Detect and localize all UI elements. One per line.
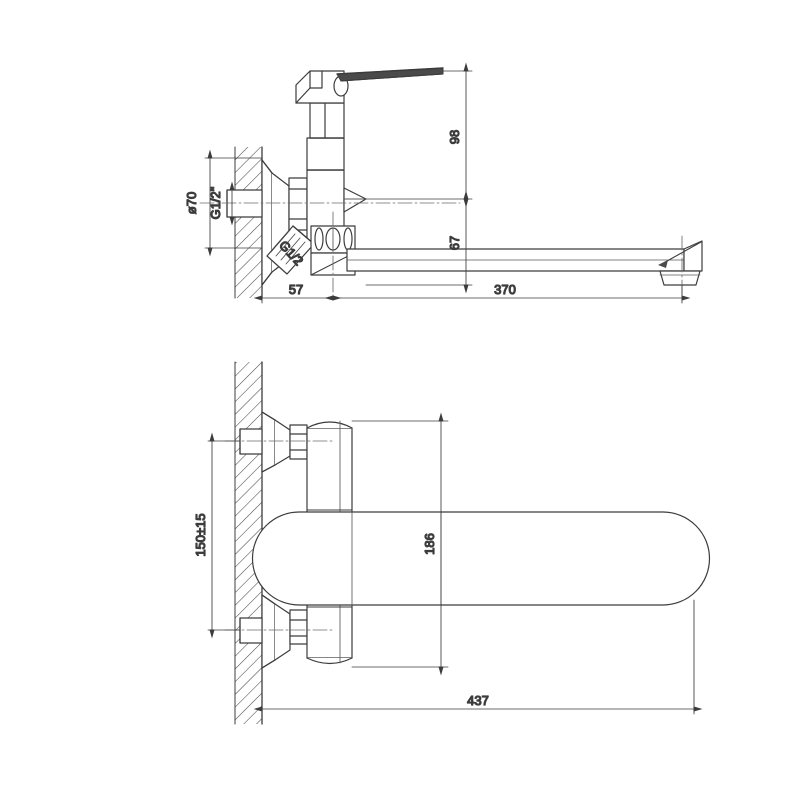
dim-67: 67 [447, 236, 462, 250]
dim-370: 370 [494, 282, 516, 297]
dim-98: 98 [447, 130, 462, 144]
dim-57: 57 [289, 282, 303, 297]
dim-437: 437 [467, 693, 489, 708]
front-view: 150±15 186 437 [192, 361, 711, 725]
hex-nut-top-lower [289, 424, 308, 460]
dim-dia70: ø70 [184, 192, 199, 214]
hose-outlet-thread-upper [266, 225, 315, 275]
side-view: ø70 G1/2" G1/2 98 67 57 370 [183, 62, 703, 304]
dim-186: 186 [422, 533, 437, 555]
diverter-nose-upper [343, 187, 367, 213]
centrelines-lower [224, 440, 336, 631]
wall-flange-top-lower [261, 411, 291, 473]
wall-flange-bottom-lower [261, 594, 291, 669]
hex-nut-upper [288, 177, 308, 231]
inlet-nipple-bottom-lower [239, 617, 263, 644]
dim-g12-horizontal: G1/2" [208, 186, 223, 219]
lever-handle-upper [336, 67, 444, 82]
hex-nut-bottom-lower [289, 609, 308, 645]
dim-150-plusminus-15: 150±15 [193, 513, 208, 556]
lever-handle-lower [251, 511, 711, 606]
spout-tube-upper [346, 248, 685, 272]
wall-section-upper [234, 146, 263, 299]
spout-tip-aerator-upper [658, 240, 703, 286]
cartridge-cap-upper [295, 70, 349, 104]
inlet-nipple-top-lower [239, 428, 263, 455]
dimension-lines-lower [207, 412, 703, 715]
dimension-lines-upper [204, 62, 691, 304]
